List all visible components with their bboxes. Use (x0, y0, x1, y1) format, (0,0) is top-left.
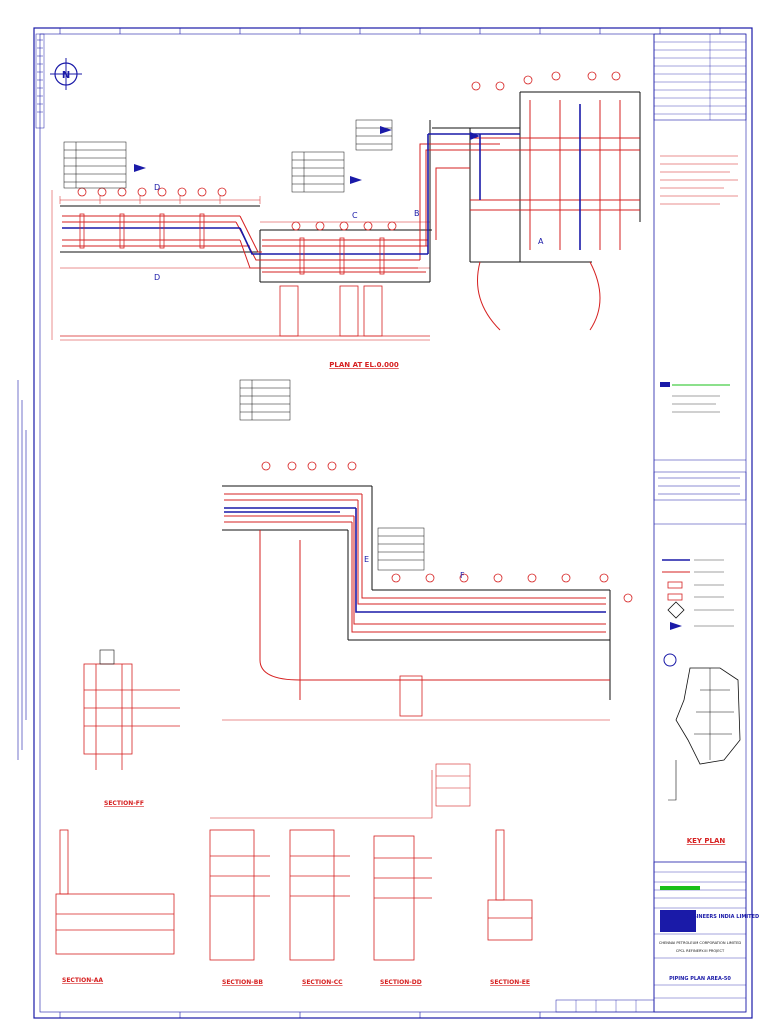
sheet-border (33, 27, 753, 1019)
grid-ticks (59, 28, 721, 1018)
notes-block (654, 155, 746, 461)
lower-support-block (399, 675, 423, 717)
bottom-strip (555, 999, 655, 1013)
lower-rack-outline (222, 485, 611, 700)
section-dd-label: SECTION-DD (380, 979, 422, 986)
revision-table (653, 33, 747, 121)
flow-arrows (134, 126, 480, 184)
line-list-table-3 (355, 119, 393, 151)
blue-existing-lines (62, 104, 581, 255)
line-callouts (77, 71, 621, 231)
section-ee-label: SECTION-EE (490, 979, 530, 986)
line-list-table-4 (239, 379, 291, 421)
marker-e: E (364, 555, 369, 564)
legend (654, 523, 746, 630)
section-cc: SECTION-CC (289, 829, 350, 986)
section-ff-label: SECTION-FF (104, 800, 144, 807)
section-bb-label: SECTION-BB (222, 979, 263, 986)
client-line-2: CPCL REFINERY-III PROJECT (676, 949, 725, 953)
reference-drawings (653, 471, 747, 501)
marker-d: D (154, 183, 160, 192)
lower-plan: E F (222, 379, 633, 721)
marker-d-lower: D (154, 273, 160, 282)
pipe-supports (79, 213, 385, 275)
north-arrow: N (50, 58, 82, 90)
section-bb: SECTION-BB (209, 829, 270, 986)
left-margin-notes (17, 33, 45, 760)
upper-dimension-lines (51, 190, 430, 341)
pipe-rack-outline (60, 91, 641, 283)
key-plan-title: KEY PLAN (687, 837, 726, 845)
red-pipe-lines (62, 100, 640, 331)
section-dd: SECTION-DD (373, 835, 432, 986)
section-aa: SECTION-AA (55, 829, 175, 984)
lower-callouts (261, 461, 633, 603)
line-list-table-5 (377, 527, 425, 571)
plan-title: PLAN AT EL.0.000 (329, 361, 399, 369)
company-name: ENGINEERS INDIA LIMITED (685, 914, 759, 920)
client-line-1: CHENNAI PETROLEUM CORPORATION LIMITED (659, 941, 742, 945)
sheet-inner-border (39, 33, 747, 1013)
marker-c: C (352, 211, 358, 220)
section-aa-label: SECTION-AA (62, 977, 103, 984)
lower-red-pipes (224, 493, 610, 700)
section-ff: SECTION-FF (83, 649, 180, 807)
upper-sub-structure (60, 285, 430, 337)
line-list-table-1 (63, 141, 127, 189)
title-block: ENGINEERS INDIA LIMITED CHENNAI PETROLEU… (653, 861, 759, 1013)
north-label: N (62, 70, 70, 81)
upper-plan: D D C B A PLAN AT EL.0.000 (51, 71, 641, 369)
section-ee: SECTION-EE (487, 829, 533, 986)
section-cc-label: SECTION-CC (302, 979, 343, 986)
marker-f: F (460, 571, 465, 580)
section-leaders (210, 763, 471, 819)
marker-a: A (538, 237, 544, 246)
key-plan: KEY PLAN (663, 653, 741, 845)
drawing-title: PIPING PLAN AREA-50 (669, 976, 731, 982)
line-list-table-2 (291, 151, 345, 193)
marker-b: B (414, 209, 420, 218)
lower-blue-pipes (224, 507, 606, 613)
